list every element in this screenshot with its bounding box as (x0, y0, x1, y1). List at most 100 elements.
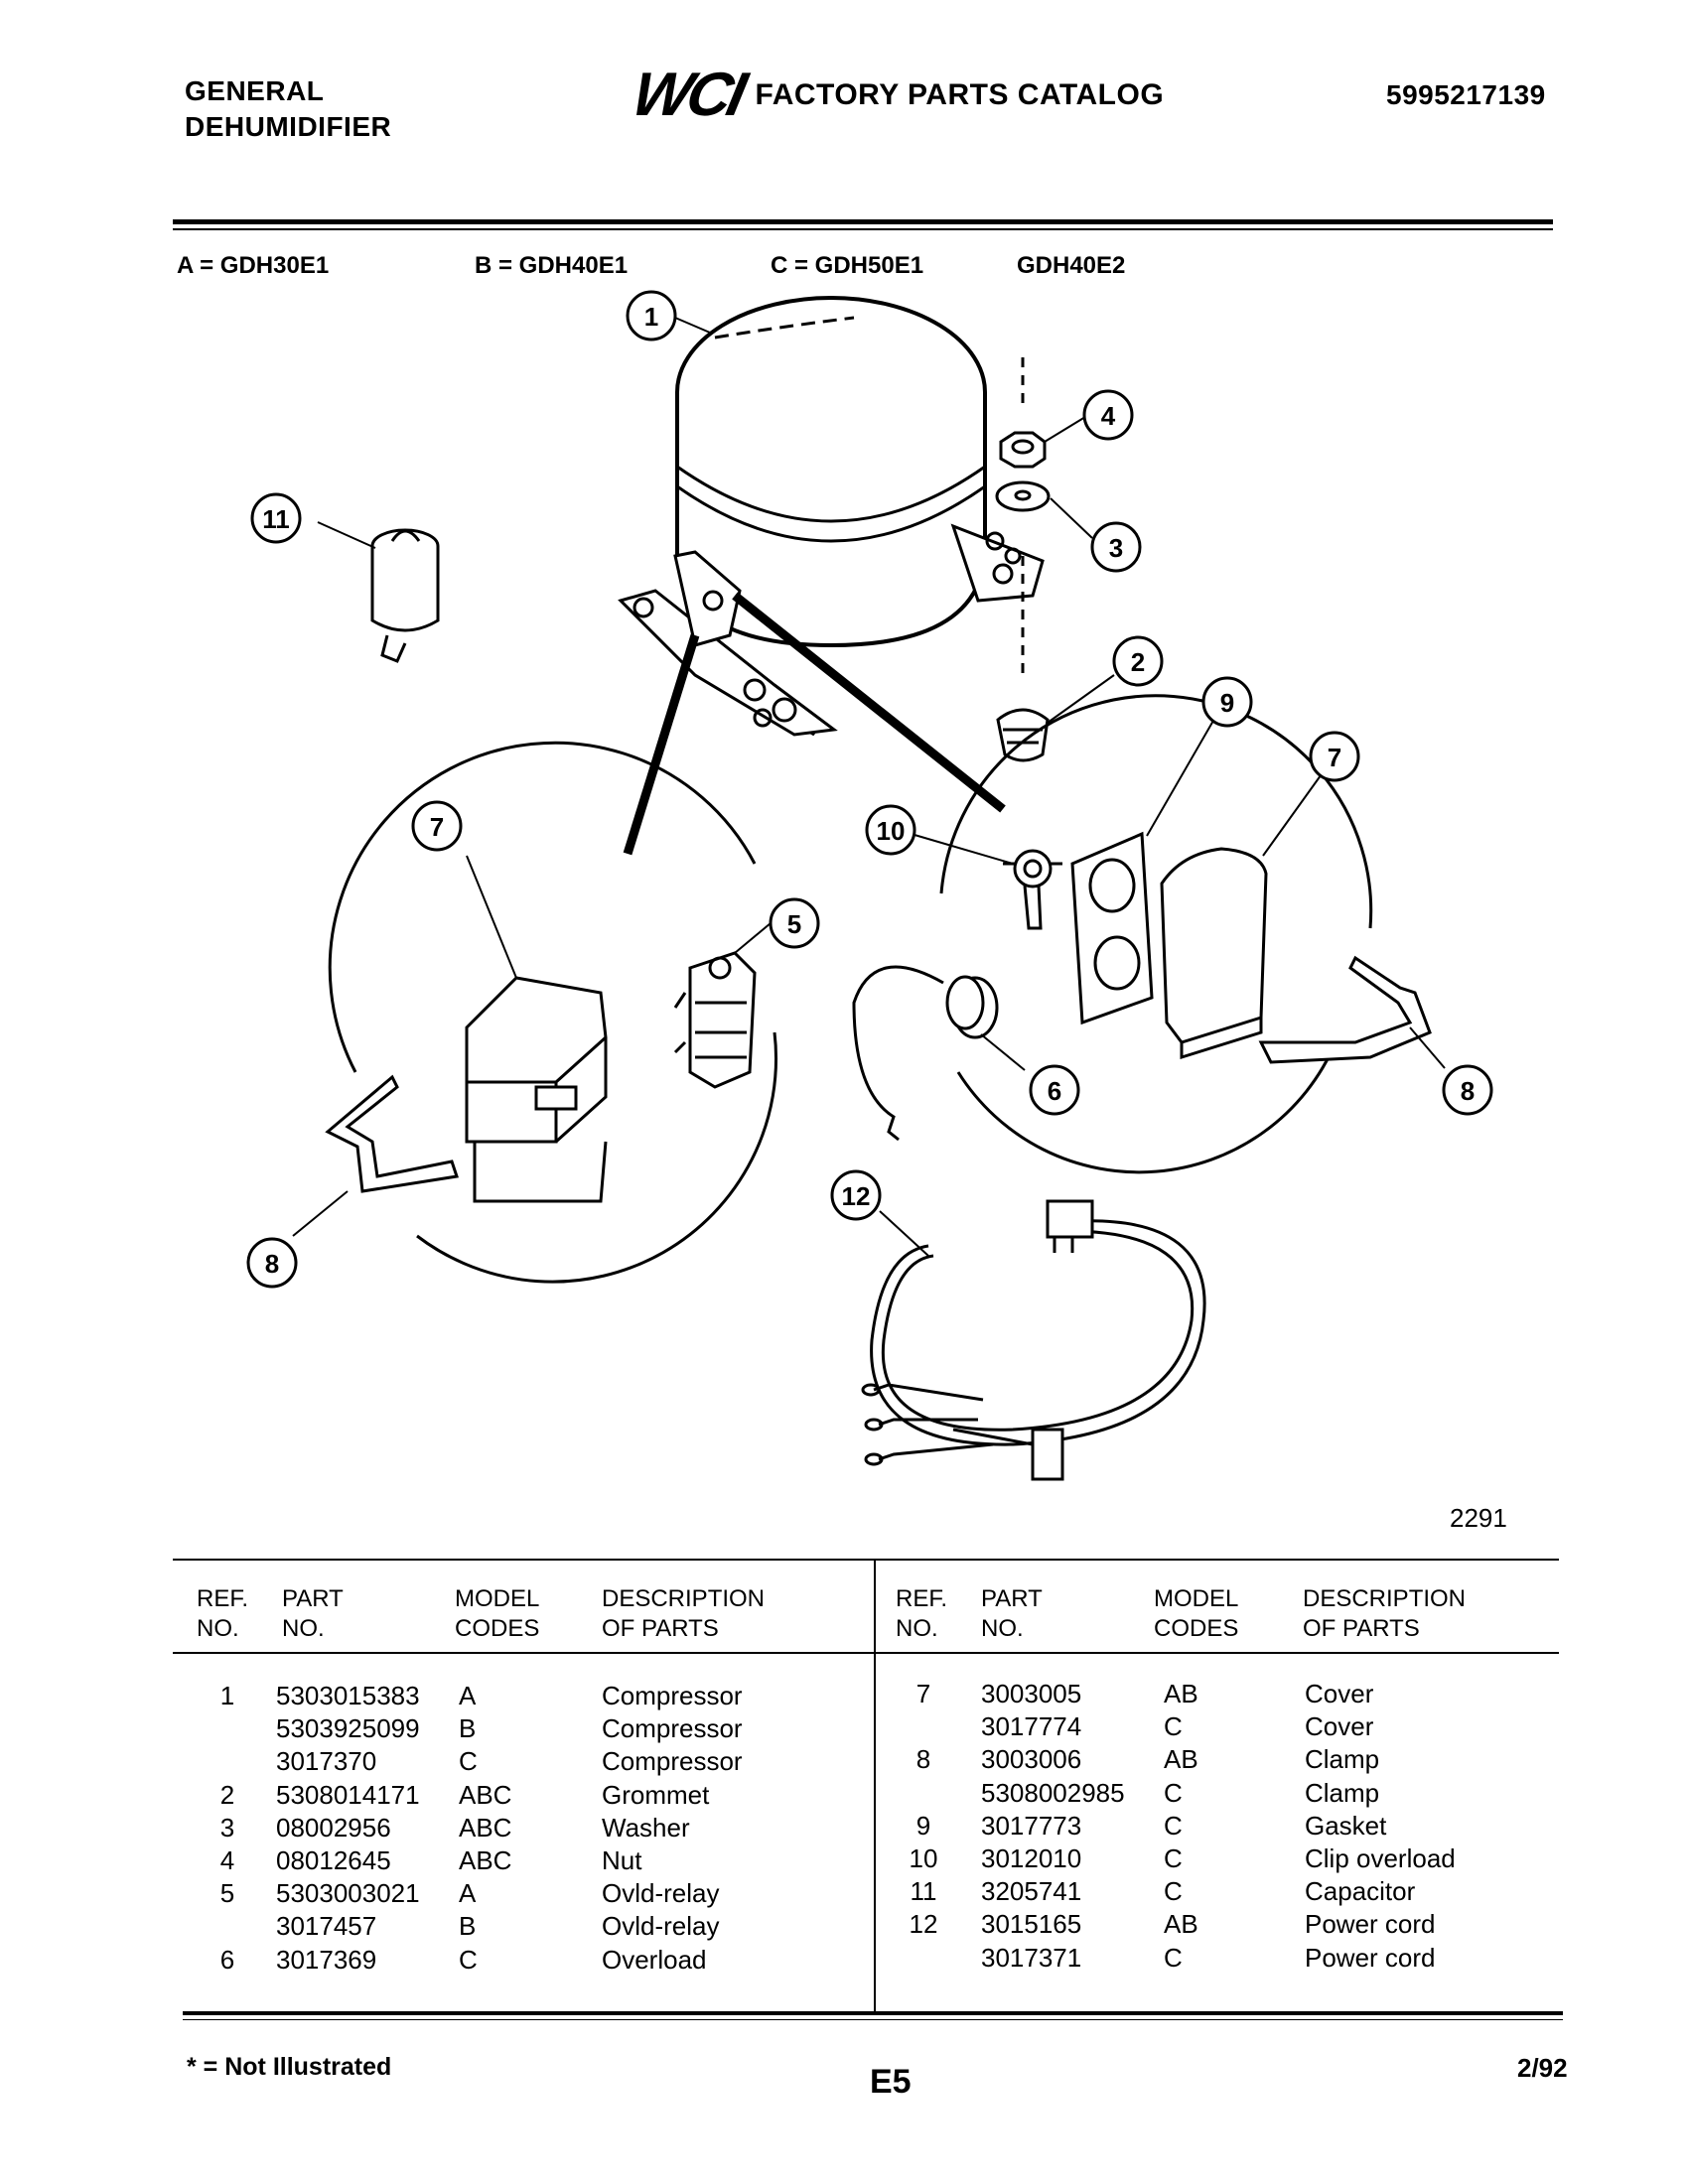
table-cell: Clip overload (1305, 1843, 1456, 1874)
table-cell: 5308014171 (276, 1779, 420, 1810)
table-cell (212, 1745, 242, 1778)
callout-label-12: 12 (842, 1181, 871, 1211)
callout-label-6: 6 (1048, 1076, 1061, 1106)
table-cell: 5 (219, 1878, 235, 1909)
grommet-drawing (996, 708, 1050, 762)
table-cell: Compressor (602, 1746, 743, 1777)
table-center-divider (874, 1559, 876, 2015)
table-cell: Power cord (1305, 1942, 1436, 1973)
model-code-extra: GDH40E2 (1017, 252, 1126, 279)
catalog-title-block: WCI FACTORY PARTS CATALOG (627, 61, 1164, 129)
callout-8-right (1442, 1064, 1493, 1116)
table-cell: Compressor (602, 1713, 743, 1744)
left-header-ref: REF. NO. (197, 1585, 249, 1642)
table-cell: 5303925099 (276, 1713, 420, 1744)
table-bottom-rule-thick (183, 2011, 1563, 2015)
model-code-c: C = GDH50E1 (771, 252, 924, 279)
table-cell: 3015165 (981, 1909, 1082, 1940)
table-cell: Power cord (1305, 1909, 1436, 1940)
table-cell: Compressor (602, 1681, 743, 1710)
table-cell: A (459, 1681, 477, 1710)
table-cell: C (459, 1746, 478, 1777)
left-header-desc: DESCRIPTION OF PARTS (602, 1585, 766, 1642)
table-cell: C (1164, 1777, 1183, 1808)
table-cell: 3017370 (276, 1746, 377, 1777)
callout-4 (1082, 389, 1134, 441)
table-cell: Cover (1305, 1711, 1374, 1742)
table-cell: Cover (1305, 1679, 1374, 1708)
table-cell: 08012645 (276, 1845, 391, 1876)
callout-1 (626, 290, 677, 341)
table-cell: C (1164, 1810, 1183, 1841)
gasket-drawing (1070, 831, 1154, 1025)
table-top-rule (173, 1559, 1559, 1561)
table-cell: Overload (602, 1944, 707, 1975)
cover-right-drawing (1160, 847, 1268, 1060)
not-illustrated-note: * = Not Illustrated (187, 2053, 392, 2081)
compressor-drawing (618, 296, 1045, 737)
callout-8-left (246, 1237, 298, 1289)
right-header-desc: DESCRIPTION OF PARTS (1303, 1585, 1467, 1642)
callout-label-8-left: 8 (265, 1249, 279, 1279)
left-ref-column: 1 2 3 4 5 6 (212, 1680, 242, 1977)
table-cell: A (459, 1878, 477, 1909)
revision-date: 2/92 (1517, 2053, 1568, 2083)
left-header-model: MODEL CODES (455, 1585, 540, 1642)
table-cell: 11 (910, 1876, 937, 1907)
left-desc-column: Compressor Compressor Compressor Grommet… (602, 1680, 743, 1977)
table-cell: 3012010 (981, 1843, 1082, 1874)
table-cell (904, 1777, 943, 1810)
callout-label-5: 5 (787, 909, 801, 939)
callout-label-9: 9 (1220, 688, 1234, 718)
callout-5 (769, 897, 820, 949)
catalog-number: 5995217139 (1386, 79, 1546, 110)
table-cell: Clamp (1305, 1777, 1380, 1808)
callout-label-3: 3 (1109, 533, 1123, 563)
callout-10 (865, 804, 916, 856)
left-model-column: A B C ABC ABC ABC A B C (459, 1680, 511, 1977)
callout-label-8-right: 8 (1461, 1076, 1475, 1106)
table-cell: ABC (459, 1845, 512, 1876)
table-cell: B (459, 1713, 477, 1744)
table-cell: Ovld-relay (602, 1911, 720, 1942)
table-cell: 3 (219, 1812, 235, 1843)
right-header-model: MODEL CODES (1154, 1585, 1239, 1642)
table-cell: 3205741 (981, 1876, 1082, 1907)
table-cell: Ovld-relay (602, 1878, 720, 1909)
table-cell: AB (1164, 1744, 1198, 1775)
left-header-part: PART NO. (282, 1585, 344, 1642)
table-cell: C (1164, 1711, 1183, 1742)
table-cell: C (1164, 1843, 1183, 1874)
right-part-column: 3003005 3017774 3003006 5308002985 30177… (981, 1678, 1125, 1975)
table-cell: 1 (219, 1681, 235, 1710)
table-cell: 5308002985 (981, 1777, 1125, 1808)
table-cell: 3017457 (276, 1911, 377, 1942)
callout-label-4: 4 (1101, 401, 1116, 431)
catalog-brand: GENERAL DEHUMIDIFIER (185, 73, 391, 145)
table-cell: 3017774 (981, 1711, 1082, 1742)
model-code-b: B = GDH40E1 (475, 252, 629, 279)
table-cell: C (459, 1944, 478, 1975)
table-cell: Nut (602, 1845, 642, 1876)
callout-label-2: 2 (1131, 647, 1145, 677)
table-cell: 3017371 (981, 1942, 1082, 1973)
exploded-parts-diagram: 1 4 3 2 9 7 11 7 10 5 6 8 8 12 (246, 290, 1493, 1481)
table-cell: 3017773 (981, 1810, 1082, 1841)
left-part-column: 5303015383 5303925099 3017370 5308014171… (276, 1680, 420, 1977)
table-cell: 7 (915, 1679, 931, 1708)
callout-label-7-left: 7 (430, 812, 444, 842)
washer-drawing (995, 480, 1051, 512)
table-cell: Washer (602, 1812, 690, 1843)
brand-line-1: GENERAL (185, 75, 325, 106)
power-cord-drawing (861, 1199, 1206, 1481)
table-cell: 3003005 (981, 1679, 1082, 1708)
table-cell: C (1164, 1876, 1183, 1907)
callout-7-right (1309, 731, 1360, 782)
table-cell (904, 1710, 943, 1743)
table-cell (212, 1712, 242, 1745)
callout-label-7-right: 7 (1328, 743, 1341, 772)
callout-7-left (411, 800, 463, 852)
table-cell: 4 (219, 1845, 235, 1876)
table-cell: 5303003021 (276, 1878, 420, 1909)
table-cell: Grommet (602, 1779, 710, 1810)
